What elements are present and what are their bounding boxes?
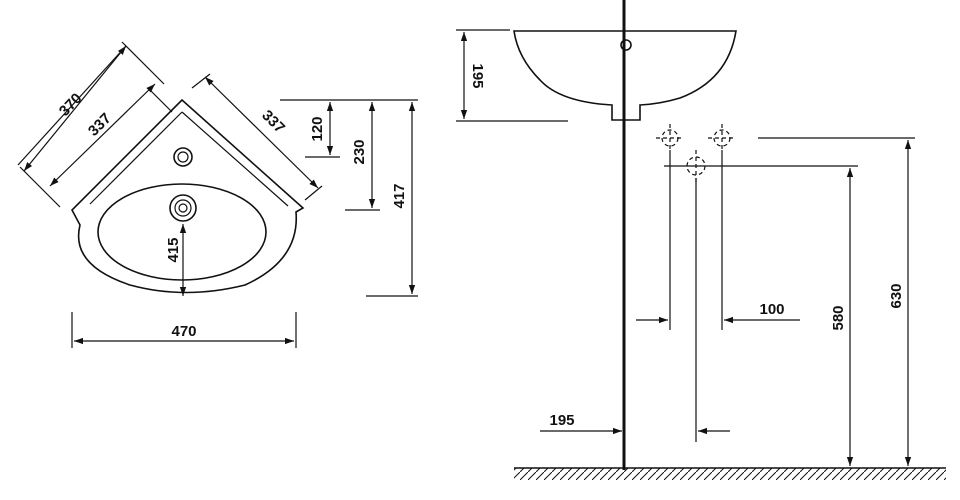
- basin-profile: [513, 30, 737, 121]
- drain-hole: [169, 194, 197, 222]
- overflow-hole: [620, 39, 632, 51]
- dim-120: 120: [309, 116, 326, 141]
- tap-connection-left: [656, 124, 684, 152]
- tap-connection-right: [708, 124, 736, 152]
- basin-rim: [89, 111, 289, 207]
- dim-370: 370: [56, 90, 86, 120]
- dim-417: 417: [391, 183, 408, 208]
- dim-100: 100: [759, 301, 784, 318]
- dim-337-left: 337: [85, 110, 115, 140]
- basin-outline: [71, 98, 305, 294]
- tap-hole: [173, 147, 193, 167]
- dim-337-right: 337: [258, 107, 288, 137]
- dim-630: 630: [888, 283, 905, 308]
- dim-195-bottom: 195: [549, 412, 574, 429]
- top-view: 370 337 337 120 230 417 415 470: [17, 41, 418, 348]
- dim-580: 580: [830, 305, 847, 330]
- dim-415: 415: [165, 237, 182, 262]
- dim-470: 470: [171, 323, 196, 340]
- bowl: [97, 183, 267, 281]
- dim-230: 230: [351, 139, 368, 164]
- floor-hatch: [514, 468, 946, 480]
- dim-195-top: 195: [469, 63, 486, 88]
- side-view: 195 100 580 630: [456, 0, 946, 480]
